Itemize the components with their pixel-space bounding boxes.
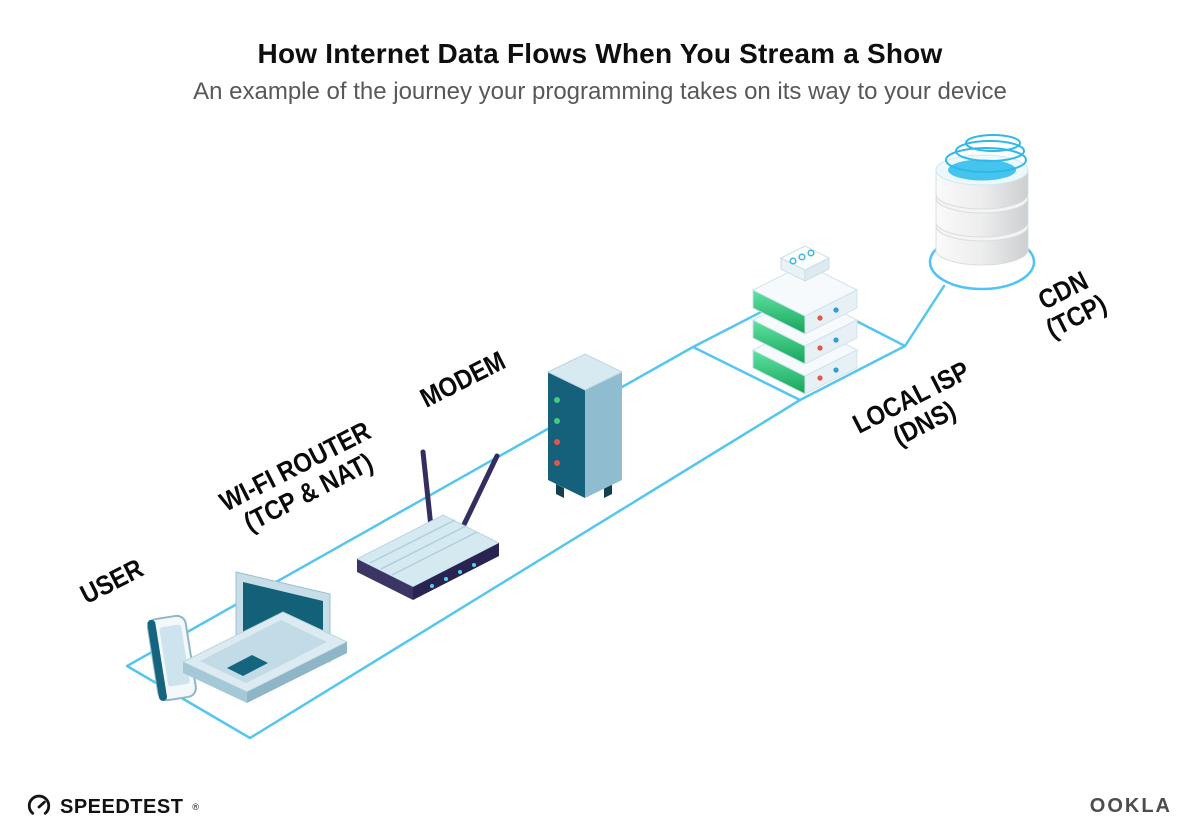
page-title: How Internet Data Flows When You Stream … [257, 38, 943, 69]
wifi-router-icon [355, 449, 501, 600]
registered-trademark-symbol: ® [192, 802, 200, 812]
speedtest-logo: SPEEDTEST ® [26, 794, 199, 820]
page-subtitle: An example of the journey your programmi… [193, 78, 1007, 105]
modem-icon [546, 353, 624, 498]
speedtest-gauge-icon [27, 794, 51, 815]
user-laptop-icon [181, 571, 349, 703]
speedtest-wordmark: SPEEDTEST [60, 795, 184, 818]
isp-server-icon [751, 245, 859, 395]
cdn-database-icon [935, 134, 1029, 266]
user-phone-icon [147, 614, 197, 702]
flow-path-line [125, 233, 1036, 740]
ookla-wordmark: OOKLA [1089, 795, 1172, 817]
